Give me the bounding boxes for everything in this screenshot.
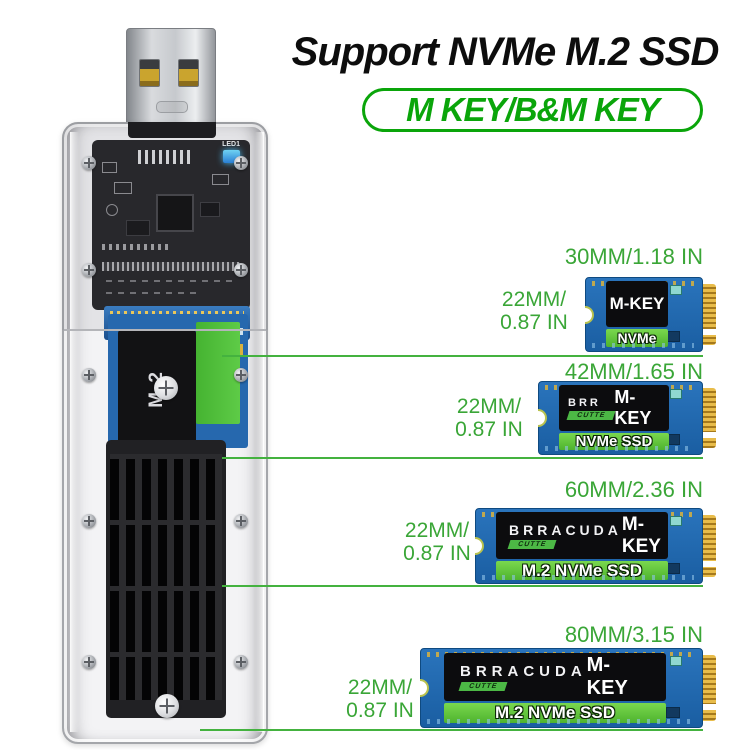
pcb-components <box>212 174 229 185</box>
leader-line-80mm <box>200 729 703 731</box>
ssd-mount-notch <box>585 305 594 324</box>
ssd-gold-fingers <box>703 388 716 448</box>
pcb-components <box>670 656 682 666</box>
inserted-ssd-sticker <box>196 322 240 424</box>
ssd-strip-label: M.2 NVMe SSD <box>444 703 666 723</box>
page-title: Support NVMe M.2 SSD <box>291 30 720 74</box>
leader-line-42mm <box>222 457 703 459</box>
ssd-gold-fingers <box>703 284 716 345</box>
screw <box>82 655 96 669</box>
usb-plug-collar <box>128 122 216 138</box>
case-seam <box>64 329 266 331</box>
pcb-components <box>670 516 682 526</box>
ssd-card-42mm: BRR CUTTE M-KEY NVMe SSD <box>538 381 716 455</box>
screw <box>234 514 248 528</box>
length-label-42mm: 42MM/1.65 IN <box>564 359 703 384</box>
ssd-card-80mm: BRRACUDA CUTTE M-KEY M.2 NVMe SSD <box>420 648 716 728</box>
ssd-strip-label: NVMe SSD <box>559 433 669 450</box>
screw <box>82 368 96 382</box>
ssd-gold-fingers <box>703 515 716 577</box>
ssd-label-plate: BRRACUDA CUTTE M-KEY <box>444 653 666 701</box>
pcb-components <box>200 202 220 217</box>
ssd-card-60mm: BRRACUDA CUTTE M-KEY M.2 NVMe SSD <box>475 508 716 584</box>
usb-contact-icon <box>178 59 199 87</box>
controller-chip <box>156 194 194 232</box>
ssd-key-label: M-KEY <box>586 654 628 699</box>
ssd-label-plate: M-KEY <box>606 281 668 327</box>
pcb-components <box>126 220 150 236</box>
pcb-components <box>666 563 680 574</box>
ssd-pcb: BRRACUDA CUTTE M-KEY M.2 NVMe SSD <box>420 648 703 728</box>
ssd-label-plate: BRR CUTTE M-KEY <box>559 385 669 431</box>
pcb-components <box>106 292 202 294</box>
ssd-cutte-badge: CUTTE <box>507 540 557 549</box>
ssd-card-30mm: M-KEY NVMe <box>585 277 716 352</box>
screw <box>234 368 248 382</box>
leader-line-60mm <box>222 585 703 587</box>
ssd-brand: BRRACUDA <box>460 663 587 680</box>
heatsink <box>106 440 226 718</box>
main-pcb: LED1 <box>92 140 250 310</box>
ssd-key-label: M-KEY <box>609 294 665 313</box>
pcb-components <box>666 331 680 342</box>
ssd-cutte-badge: CUTTE <box>458 682 508 691</box>
pcb-components <box>666 707 680 718</box>
ssd-key-label: M-KEY <box>621 513 661 557</box>
ssd-strip-label: M.2 NVMe SSD <box>496 561 668 580</box>
length-label-60mm: 60MM/2.36 IN <box>564 477 703 502</box>
pcb-components <box>102 262 240 271</box>
ssd-mount-notch <box>420 679 429 697</box>
usb-contact-icon <box>139 59 160 87</box>
ssd-mount-notch <box>475 537 484 555</box>
ssd-brand: BRR <box>568 396 601 409</box>
width-label-60mm: 22MM/ 0.87 IN <box>403 519 471 565</box>
ssd-pcb: M-KEY NVMe <box>585 277 703 352</box>
screw <box>234 156 248 170</box>
width-label-42mm: 22MM/ 0.87 IN <box>455 395 523 441</box>
screw <box>234 263 248 277</box>
ssd-pcb: BRRACUDA CUTTE M-KEY M.2 NVMe SSD <box>475 508 703 584</box>
bottom-screw <box>155 694 179 718</box>
width-label-30mm: 22MM/ 0.87 IN <box>500 288 568 334</box>
ssd-label-plate: BRRACUDA CUTTE M-KEY <box>496 512 668 559</box>
ssd-brand: BRRACUDA <box>509 522 622 538</box>
ssd-gold-fingers <box>703 655 716 721</box>
pcb-components <box>670 285 682 295</box>
ssd-cutte-badge: CUTTE <box>566 410 616 420</box>
pcb-components <box>106 280 234 282</box>
case-reflection <box>255 132 264 732</box>
screw <box>234 655 248 669</box>
case-reflection <box>70 132 79 732</box>
screw <box>82 514 96 528</box>
pcb-components <box>102 162 117 173</box>
pcb-components <box>106 204 118 216</box>
screw <box>82 263 96 277</box>
length-label-80mm: 80MM/3.15 IN <box>564 622 703 647</box>
screw <box>82 156 96 170</box>
led-label: LED1 <box>222 141 240 148</box>
ssd-mount-notch <box>538 409 547 427</box>
leader-line-30mm <box>222 355 703 357</box>
length-label-30mm: 30MM/1.18 IN <box>564 244 703 269</box>
center-screw <box>154 376 178 400</box>
pcb-components <box>102 244 172 250</box>
pcb-components <box>670 389 682 399</box>
pcb-connector-pads <box>138 150 190 164</box>
width-label-80mm: 22MM/ 0.87 IN <box>346 676 414 722</box>
pcb-components <box>114 182 132 194</box>
ssd-key-label: M-KEY <box>614 387 652 428</box>
key-support-badge: M KEY/B&M KEY <box>362 88 703 132</box>
usb-plug <box>126 28 216 126</box>
ssd-strip-label: NVMe <box>606 329 668 347</box>
ssd-pcb: BRR CUTTE M-KEY NVMe SSD <box>538 381 703 455</box>
usb-shell-stamp <box>156 101 188 113</box>
